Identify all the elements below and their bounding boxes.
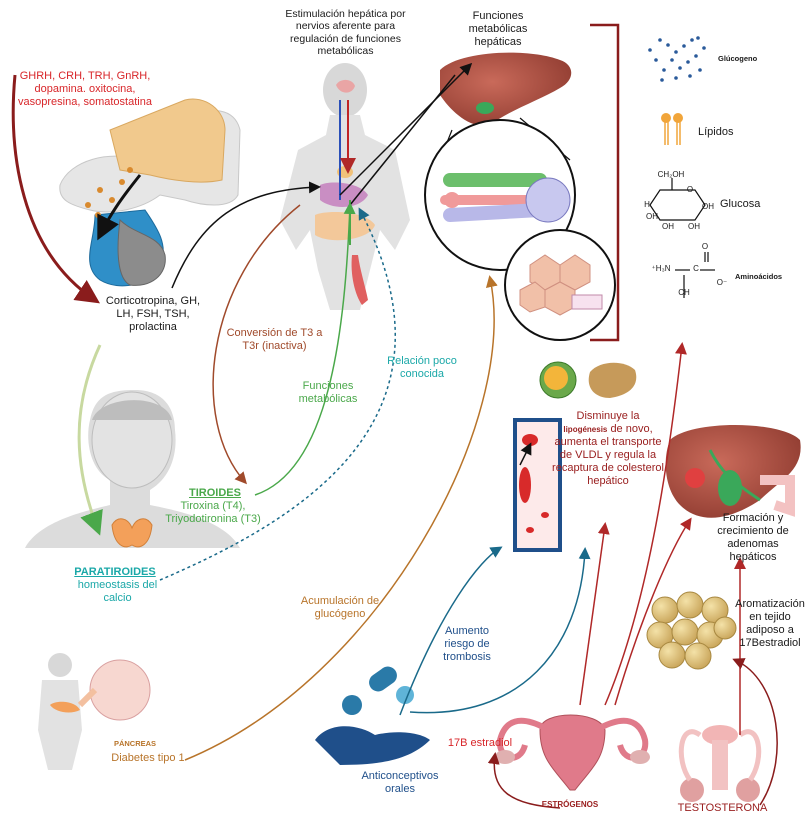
pituitary-hormones-label: Corticotropina, GH, LH, FSH, TSH, prolac… bbox=[98, 295, 208, 334]
pancreas-label: PÁNCREAS bbox=[105, 740, 165, 749]
aa-o: O bbox=[698, 242, 712, 251]
aa-o-minus: O⁻ bbox=[715, 278, 729, 287]
thyroid-title: TIROIDES bbox=[170, 487, 260, 500]
aa-nh3: ⁺H₃N bbox=[648, 264, 674, 273]
glucose-h-left: H bbox=[640, 200, 654, 209]
hypothalamic-hormones-label: GHRH, CRH, TRH, GnRH, dopamina. oxitocin… bbox=[5, 70, 165, 109]
pituitary-illustration bbox=[60, 99, 240, 286]
lipogenesis-label: Disminuye la lipogénesis de novo, aument… bbox=[548, 410, 668, 488]
estradiol-label: 17B estradiol bbox=[440, 737, 520, 750]
lipogenesis-part1: Disminuye la bbox=[577, 410, 640, 422]
glucose-oh-left: OH bbox=[644, 212, 660, 221]
aminoacids-label: Aminoácidos bbox=[735, 273, 800, 282]
t3-conversion-label: Conversión de T3 a T3r (inactiva) bbox=[222, 327, 327, 353]
glycogen-accumulation-label: Acumulación de glucógeno bbox=[300, 595, 380, 621]
parathyroid-desc: homeostasis del calcio bbox=[70, 579, 165, 605]
glucose-oh-bottom-left: OH bbox=[660, 222, 676, 231]
glucose-oh-right: OH bbox=[700, 202, 716, 211]
poorly-known-label: Relación poco conocida bbox=[382, 355, 462, 381]
fat-cells-liver-icon bbox=[540, 362, 636, 398]
aa-ch: CH bbox=[676, 288, 692, 297]
adenomas-label: Formación y crecimiento de adenomas hepá… bbox=[708, 512, 798, 564]
aa-c: C bbox=[690, 264, 702, 273]
woman-figure bbox=[280, 63, 410, 310]
hepatocyte-magnification bbox=[505, 230, 615, 340]
lipids-label: Lípidos bbox=[698, 126, 758, 139]
glucose-o: O bbox=[684, 185, 696, 194]
diabetes-label: Diabetes tipo 1 bbox=[108, 752, 188, 765]
adipose-tissue-icon bbox=[647, 592, 736, 669]
glucose-label: Glucosa bbox=[720, 198, 780, 211]
contraceptive-hand-icon bbox=[315, 663, 430, 765]
liver-adenoma-illustration bbox=[666, 425, 801, 518]
liver-stimulation-label: Estimulación hepática por nervios aferen… bbox=[278, 8, 413, 58]
thyroid-hormones-label: Tiroxina (T4), Triyodotironina (T3) bbox=[158, 500, 268, 526]
male-reproductive-illustration bbox=[680, 725, 760, 802]
glucose-oh-bottom-right: OH bbox=[686, 222, 702, 231]
estrogen-lipogenesis-arrow bbox=[580, 525, 605, 705]
contraceptives-label: Anticonceptivos orales bbox=[355, 770, 445, 796]
metabolic-functions-label: Funciones metabólicas bbox=[288, 380, 368, 406]
lipid-icon bbox=[661, 113, 683, 145]
glucose-ch2oh: CH₂OH bbox=[656, 170, 686, 179]
estrogens-label: ESTRÓGENOS bbox=[535, 800, 605, 809]
thrombosis-label: Aumento riesgo de trombosis bbox=[432, 625, 502, 664]
glycogen-icon bbox=[648, 36, 706, 82]
glycogen-label: Glúcogeno bbox=[718, 55, 778, 64]
parathyroid-title: PARATIROIDES bbox=[60, 566, 170, 579]
lipogenesis-word: lipogénesis bbox=[563, 425, 607, 434]
hepatic-functions-label: Funciones metabólicas hepáticas bbox=[458, 10, 538, 49]
testosterone-label: TESTOSTERONA bbox=[675, 802, 770, 815]
aromatization-label: Aromatización en tejido adiposo a 17Best… bbox=[730, 598, 805, 650]
uterus-illustration bbox=[495, 715, 650, 790]
